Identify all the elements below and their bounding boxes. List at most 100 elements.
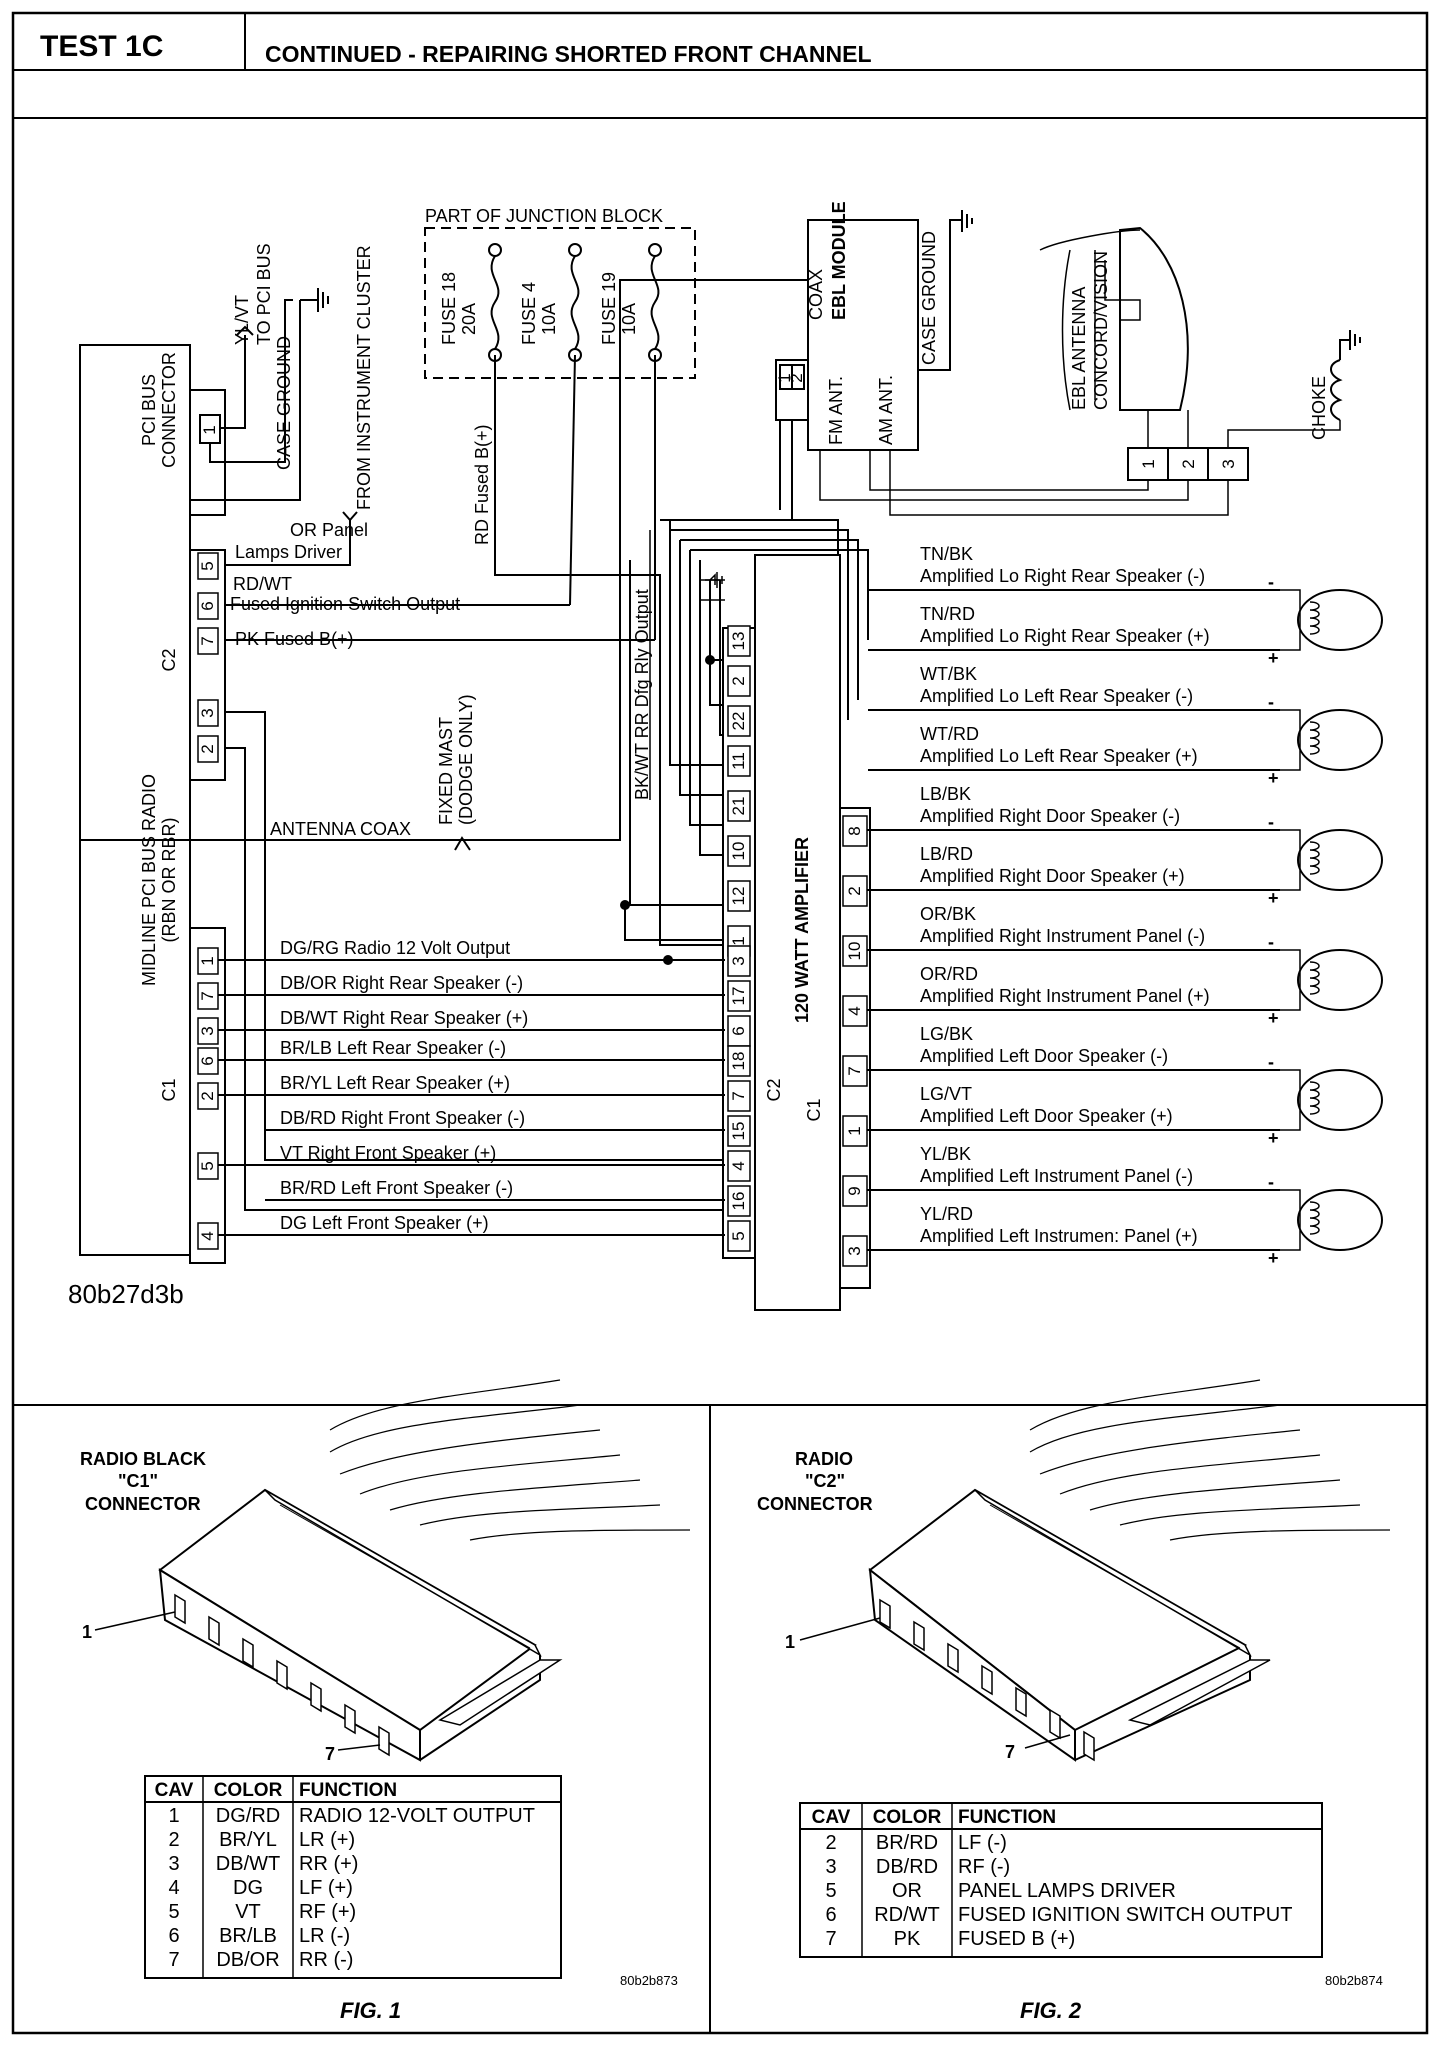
bk-wt-label: BK/WT RR Dfg Rly Output [632, 589, 652, 800]
pci-bus-wiring: YL/VT TO PCI BUS CASE GROUND [190, 243, 329, 501]
table-cell: DG [233, 1877, 263, 1899]
table-cell: 6 [168, 1925, 179, 1947]
radio-c2-pin-box [197, 552, 219, 580]
speaker-wire-label: Amplified Left Instrumen: Panel (+) [920, 1226, 1198, 1246]
table-header: FUNCTION [299, 1780, 397, 1801]
speaker-wire-label: Amplified Right Instrument Panel (-) [920, 926, 1205, 946]
table-cell: BR/YL [219, 1829, 277, 1851]
fixed-mast-line2: (DODGE ONLY) [456, 694, 476, 825]
speaker-wire-label: Amplified Lo Left Rear Speaker (-) [920, 686, 1193, 706]
connector-cavity [1083, 1730, 1095, 1762]
amp-c2-pin: 17 [729, 987, 748, 1006]
amp-c1-label: C1 [804, 1098, 824, 1121]
from-instrument-cluster-label: FROM INSTRUMENT CLUSTER [354, 245, 374, 510]
c1-wire-label: BR/YL Left Rear Speaker (+) [280, 1073, 510, 1093]
table-cell: FUSED IGNITION SWITCH OUTPUT [958, 1904, 1292, 1926]
amp-c2-pin: 16 [729, 1192, 748, 1211]
rd-wt-label-2: Fused Ignition Switch Output [230, 594, 460, 614]
amp-c1-pin: 8 [845, 826, 864, 835]
fig2-title-line1: RADIO [795, 1449, 853, 1469]
amp-c2-pin-box [727, 1220, 751, 1252]
fig1-title-line3: CONNECTOR [85, 1494, 201, 1514]
fig2-callout-7: 7 [1005, 1742, 1015, 1762]
speaker-wire-color: WT/RD [920, 724, 979, 744]
c2-connector-drawing [868, 1379, 1391, 1762]
fuse-name: FUSE 19 [599, 272, 619, 345]
speaker-plus: + [1268, 888, 1279, 908]
table-cell: 2 [825, 1832, 836, 1854]
table-cell: 7 [825, 1928, 836, 1950]
table-cell: LR (-) [299, 1925, 350, 1947]
radio-c1-pin: 7 [198, 991, 217, 1000]
connector-cavity [310, 1681, 322, 1713]
speaker-coil [1297, 829, 1383, 891]
fuse-name: FUSE 18 [439, 272, 459, 345]
speaker-minus: - [1268, 692, 1274, 712]
junction-block-label: PART OF JUNCTION BLOCK [425, 206, 663, 226]
amp-upper-pin: 21 [729, 797, 748, 816]
speaker-plus: + [1268, 1008, 1279, 1028]
amp-c1-pin: 2 [845, 886, 864, 895]
speaker-lead [1280, 980, 1301, 1011]
choke-label: CHOKE [1309, 376, 1329, 440]
c1-wire-label: VT Right Front Speaker (+) [280, 1143, 496, 1163]
connector-cavity [344, 1703, 356, 1735]
table-cell: RF (-) [958, 1856, 1010, 1878]
amp-c2-pin-box [727, 1080, 751, 1112]
table-cell: DB/OR [216, 1949, 279, 1971]
speaker-wire-label: Amplified Left Door Speaker (-) [920, 1046, 1168, 1066]
radio-c2-pin: 6 [198, 601, 217, 610]
radio-body [79, 344, 191, 1256]
radio-c2-routes [225, 711, 725, 1211]
speaker-wire-label: Amplified Right Instrument Panel (+) [920, 986, 1210, 1006]
amp-c2-pin: 4 [729, 1161, 748, 1170]
yl-vt-label: YL/VT [232, 295, 252, 345]
amp-c2-pin-box [727, 945, 751, 977]
table-cell: 3 [168, 1853, 179, 1875]
c1-wire-label: DB/WT Right Rear Speaker (+) [280, 1008, 528, 1028]
table-header: CAV [812, 1807, 851, 1828]
radio-c1-pin: 4 [198, 1231, 217, 1240]
radio-c1-label: C1 [159, 1078, 179, 1101]
antenna-pin-1: 1 [1139, 459, 1158, 468]
speaker-winding [1309, 721, 1320, 755]
amp-upper-pin: 11 [729, 752, 748, 770]
or-panel-wire: FROM INSTRUMENT CLUSTER OR Panel Lamps D… [225, 245, 374, 566]
speaker-wire-label: Amplified Left Door Speaker (+) [920, 1106, 1173, 1126]
pci-pin: 1 [200, 425, 219, 434]
connector-cavity [378, 1725, 390, 1757]
fuse-terminal [568, 243, 582, 257]
am-ant-label: AM ANT. [876, 375, 896, 445]
module-pin-2: 2 [787, 373, 806, 382]
table-cell: RR (+) [299, 1853, 358, 1875]
module-pin-1: 1 [775, 373, 794, 382]
speaker-coil [1297, 589, 1383, 651]
connector-cavity [1015, 1686, 1027, 1718]
amp-c1-pin: 3 [845, 1246, 864, 1255]
radio-c2-pin-box [197, 735, 219, 763]
table-cell: FUSED B (+) [958, 1928, 1075, 1950]
c1-wire-label: DB/OR Right Rear Speaker (-) [280, 973, 523, 993]
speaker-wire-color: YL/BK [920, 1144, 971, 1164]
table-cell: 5 [168, 1901, 179, 1923]
speaker-wire-label: Amplified Left Instrument Panel (-) [920, 1166, 1193, 1186]
antenna-pin-2: 2 [1179, 459, 1198, 468]
table-cell: 6 [825, 1904, 836, 1926]
speaker-lead [1280, 949, 1301, 980]
c1-wire-label: DG Left Front Speaker (+) [280, 1213, 489, 1233]
amp-c2-pin-box [727, 1150, 751, 1182]
amp-upper-pin: 22 [729, 712, 748, 731]
fuse-element [650, 255, 660, 350]
speaker-wire-color: LB/BK [920, 784, 971, 804]
amp-upper-pin-box [727, 745, 751, 777]
pci-bus-label-line1: PCI BUS [139, 374, 159, 446]
table-cell: VT [235, 1901, 261, 1923]
fuse-name: FUSE 4 [519, 282, 539, 345]
table-cell: LF (-) [958, 1832, 1007, 1854]
